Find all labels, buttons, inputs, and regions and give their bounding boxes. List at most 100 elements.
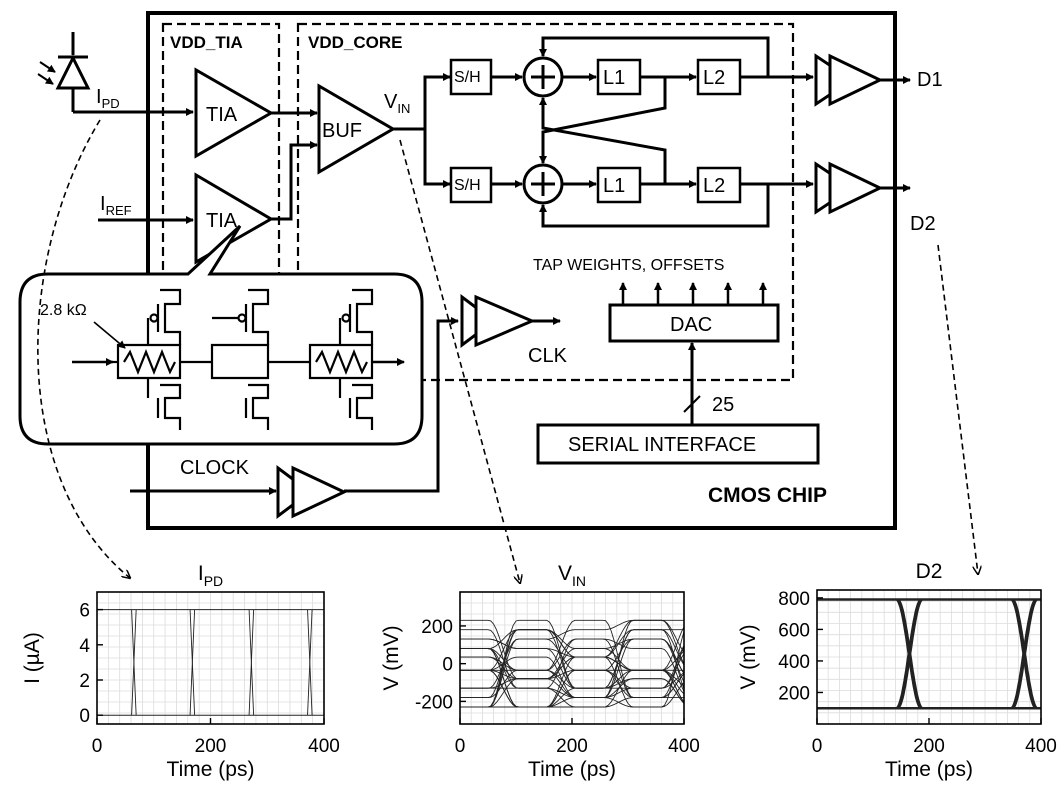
vdd-core-label: VDD_CORE: [308, 33, 402, 52]
tia-schematic: [72, 288, 405, 430]
x-axis-label: Time (ps): [885, 758, 973, 781]
chip-label: CMOS CHIP: [708, 484, 827, 507]
chart-title: D2: [916, 560, 943, 583]
vin-label: VIN: [384, 91, 410, 116]
adder-bottom-icon: [522, 163, 564, 205]
y-tick-label: 400: [778, 652, 810, 673]
x-tick-label: 400: [668, 736, 700, 757]
svg-text:TIA: TIA: [206, 210, 238, 232]
resistor-value-label: 2.8 kΩ: [40, 302, 87, 319]
eye-trace: [460, 626, 685, 699]
falling-edge: [1012, 598, 1039, 709]
y-tick-label: 200: [421, 617, 453, 638]
y-axis-label: V (mV): [737, 624, 760, 689]
falling-edge: [1011, 598, 1038, 709]
vin-fanout: [393, 73, 451, 188]
tia-top-block: TIA: [194, 67, 275, 159]
x-tick-label: 400: [308, 736, 340, 757]
clock-label: CLOCK: [180, 457, 250, 479]
chart-title: VIN: [558, 562, 586, 589]
adder-top-icon: [522, 56, 564, 98]
d2-driver: [814, 161, 911, 215]
sh-top-block: S/H: [449, 58, 493, 96]
falling-edge: [896, 598, 923, 709]
svg-text:TIA: TIA: [206, 104, 238, 126]
trace-group: [460, 619, 685, 708]
vdd-tia-label: VDD_TIA: [170, 33, 243, 52]
trace-group: [97, 609, 324, 716]
vdd-core-domain: [296, 22, 795, 382]
y-tick-label: 0: [442, 655, 453, 676]
y-tick-label: 600: [778, 620, 810, 641]
svg-text:L1: L1: [603, 175, 625, 197]
falling-edge: [897, 598, 924, 709]
d1-label: D1: [917, 69, 943, 91]
x-tick-label: 0: [455, 736, 466, 757]
y-tick-label: 2: [79, 671, 90, 692]
clock-path: [130, 294, 561, 519]
y-tick-label: 6: [79, 601, 90, 622]
falling-edge: [895, 598, 922, 709]
iref-label: IREF: [100, 193, 132, 218]
svg-text:S/H: S/H: [454, 177, 481, 194]
sh-bottom-block: S/H: [449, 166, 493, 204]
pointer-lines: [37, 119, 978, 583]
chart-title-main: V: [558, 562, 572, 585]
svg-text:DAC: DAC: [670, 314, 712, 336]
x-tick-label: 400: [1025, 736, 1057, 757]
svg-text:L1: L1: [603, 67, 625, 89]
chart-title-main: I: [198, 562, 204, 585]
x-axis-label: Time (ps): [528, 758, 616, 781]
chart-title-main: D2: [916, 560, 943, 583]
x-tick-label: 200: [556, 736, 588, 757]
l2-bottom-block: L2: [696, 166, 742, 204]
clk-label: CLK: [528, 345, 568, 367]
falling-edge: [1010, 598, 1036, 709]
eye-trace: [460, 638, 685, 708]
d2-label: D2: [910, 213, 936, 235]
svg-text:L2: L2: [703, 175, 725, 197]
y-tick-label: 4: [79, 636, 90, 657]
d1-driver: [814, 53, 911, 107]
trace-group: [817, 598, 1041, 710]
y-tick-label: 0: [79, 706, 90, 727]
eye-trace: [460, 645, 685, 689]
tap-weights-label: TAP WEIGHTS, OFFSETS: [533, 257, 724, 274]
y-axis-label: V (mV): [380, 625, 403, 690]
x-tick-label: 200: [195, 736, 227, 757]
bus-width-label: 25: [712, 394, 734, 416]
transition-edge: [248, 609, 255, 716]
x-tick-label: 0: [812, 736, 823, 757]
y-tick-label: 200: [778, 683, 810, 704]
tia-bottom-block: TIA: [194, 172, 274, 265]
transition-edge: [131, 609, 137, 716]
chip-outline: [146, 11, 897, 530]
ipd-label: IPD: [96, 86, 120, 111]
serial-bus: [683, 342, 701, 425]
eye-trace: [460, 619, 685, 680]
chart-title-sub: PD: [204, 573, 223, 589]
transition-edge: [189, 609, 196, 716]
l1-top-block: L1: [596, 58, 642, 96]
transition-edge: [307, 609, 313, 716]
x-tick-label: 200: [913, 736, 945, 757]
buf-block: BUF: [317, 83, 396, 175]
eye-trace: [460, 678, 685, 708]
l1-bottom-block: L1: [596, 166, 642, 204]
eye-trace: [460, 638, 685, 692]
y-tick-label: -200: [415, 692, 453, 713]
serial-interface-block: SERIAL INTERFACE: [536, 423, 820, 465]
tia-schematic-callout: [18, 224, 424, 446]
svg-text:L2: L2: [703, 67, 725, 89]
chart-title-sub: IN: [572, 573, 586, 589]
x-axis-label: Time (ps): [167, 758, 255, 781]
svg-text:BUF: BUF: [322, 120, 362, 142]
dfe-wires: [491, 36, 814, 228]
chart-title: IPD: [198, 562, 223, 589]
x-tick-label: 0: [92, 736, 103, 757]
svg-text:S/H: S/H: [454, 69, 481, 86]
tia-buf-wires: [271, 109, 318, 221]
